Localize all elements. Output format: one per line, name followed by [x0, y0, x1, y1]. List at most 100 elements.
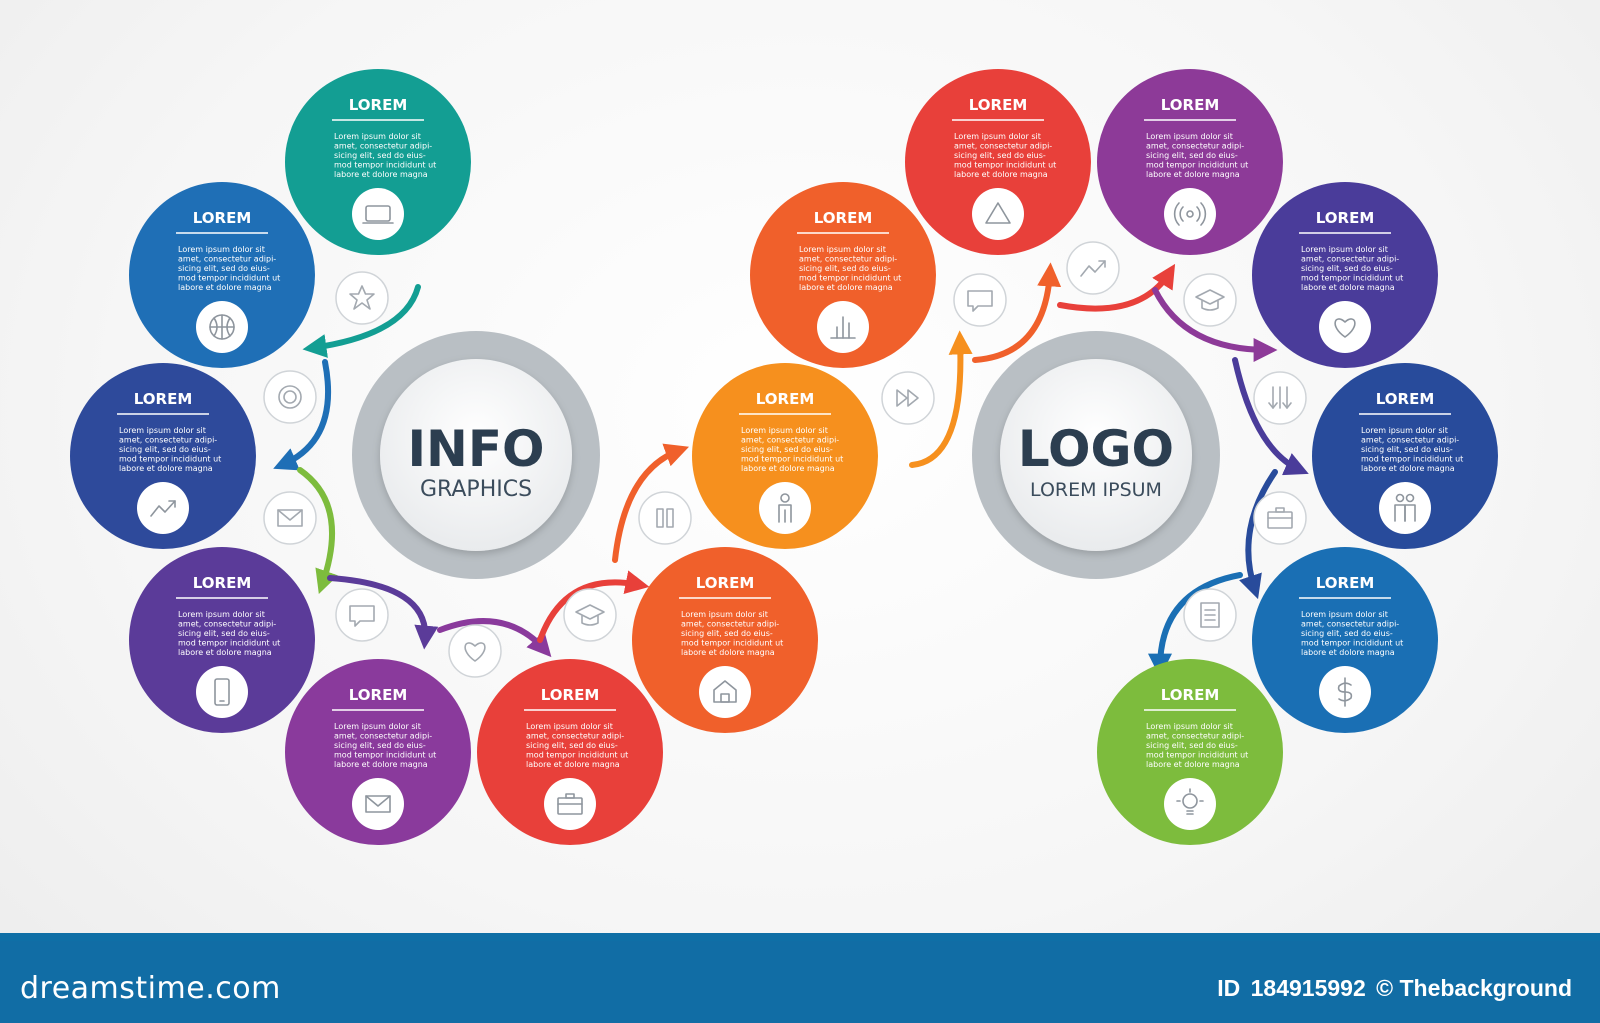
- step-node-circle: [129, 547, 315, 733]
- step-node-text-line: sicing elit, sed do eius-: [334, 741, 426, 750]
- infographic-canvas: INFO GRAPHICS LOGO LOREM IPSUM LOREMLore…: [70, 69, 1498, 845]
- step-node-text-line: amet, consectetur adipi-: [178, 620, 276, 629]
- footer-inner: [0, 941, 1600, 1023]
- step-node-text-line: amet, consectetur adipi-: [526, 732, 624, 741]
- step-node-text-line: labore et dolore magna: [1301, 283, 1395, 292]
- step-node-text-line: labore et dolore magna: [334, 170, 428, 179]
- step-node-text-line: sicing elit, sed do eius-: [954, 151, 1046, 160]
- step-node-text-line: labore et dolore magna: [799, 283, 893, 292]
- id-label: ID: [1217, 975, 1241, 1001]
- graduation-cap-icon: [563, 588, 617, 642]
- step-node-circle: [70, 363, 256, 549]
- step-node-text-line: labore et dolore magna: [1361, 464, 1455, 473]
- chat-icon: [335, 588, 389, 642]
- icon-badge: [352, 778, 404, 830]
- connector-circle: [1066, 241, 1120, 295]
- step-node-title: LOREM: [349, 96, 408, 114]
- step-node-title: LOREM: [969, 96, 1028, 114]
- connector-icons: [263, 241, 1307, 678]
- step-node-text-line: sicing elit, sed do eius-: [334, 151, 426, 160]
- step-node-text-line: Lorem ipsum dolor sit: [119, 426, 206, 435]
- step-node-text-line: mod tempor incididunt ut: [681, 639, 783, 648]
- step-node-text-line: mod tempor incididunt ut: [178, 639, 280, 648]
- star-icon: [335, 271, 389, 325]
- step-node-circle: [285, 69, 471, 255]
- step-node-text-line: mod tempor incididunt ut: [1146, 751, 1248, 760]
- connector-circle: [263, 491, 317, 545]
- step-node-text-line: mod tempor incididunt ut: [1301, 274, 1403, 283]
- step-node-title: LOREM: [1161, 686, 1220, 704]
- step-node-text-line: Lorem ipsum dolor sit: [799, 245, 886, 254]
- step-node-circle: [692, 363, 878, 549]
- icon-badge: [1319, 301, 1371, 353]
- step-node-text-line: mod tempor incididunt ut: [119, 455, 221, 464]
- step-node-title: LOREM: [756, 390, 815, 408]
- step-node-text-line: labore et dolore magna: [178, 648, 272, 657]
- step-node-text-line: Lorem ipsum dolor sit: [334, 132, 421, 141]
- connector-circle: [448, 624, 502, 678]
- footer-bar: dreamstime.com ID 184915992 © Thebackgro…: [0, 933, 1600, 1023]
- flow-arrow-8: [909, 330, 973, 468]
- flow-arrow-14: [1148, 572, 1243, 678]
- icon-badge: [352, 188, 404, 240]
- icon-badge: [699, 666, 751, 718]
- envelope-icon: [263, 491, 317, 545]
- step-node-title: LOREM: [814, 209, 873, 227]
- connector-circle: [563, 588, 617, 642]
- connector-circle: [953, 273, 1007, 327]
- step-node-text-line: mod tempor incididunt ut: [1301, 639, 1403, 648]
- step-node-text-line: mod tempor incididunt ut: [954, 161, 1056, 170]
- step-node-circle: [632, 547, 818, 733]
- step-node-circle: [1312, 363, 1498, 549]
- trend-icon: [1066, 241, 1120, 295]
- step-node-circle: [1252, 182, 1438, 368]
- lightbulb-icon: [1164, 778, 1216, 830]
- step-node-text-line: amet, consectetur adipi-: [1301, 255, 1399, 264]
- step-node-text-line: labore et dolore magna: [741, 464, 835, 473]
- graduation-cap-icon: [1183, 273, 1237, 327]
- step-node-text-line: Lorem ipsum dolor sit: [178, 610, 265, 619]
- bar-chart-icon: [817, 301, 869, 353]
- hub-left-subtitle: GRAPHICS: [420, 477, 532, 502]
- step-node-circle: [905, 69, 1091, 255]
- hub-right: LOGO LOREM IPSUM: [972, 331, 1220, 579]
- house-icon: [699, 666, 751, 718]
- person-icon: [759, 482, 811, 534]
- step-node-text-line: mod tempor incididunt ut: [526, 751, 628, 760]
- document-icon: [1183, 588, 1237, 642]
- step-node-text-line: labore et dolore magna: [178, 283, 272, 292]
- flow-arrow-1: [302, 284, 421, 358]
- brand-logo[interactable]: dreamstime.com: [20, 971, 281, 1006]
- icon-badge: [1164, 188, 1216, 240]
- flow-arrow-4: [327, 575, 439, 650]
- step-node-circle: [477, 659, 663, 845]
- chat-icon: [953, 273, 1007, 327]
- cycle-icon: [263, 370, 317, 424]
- step-node-text-line: amet, consectetur adipi-: [334, 142, 432, 151]
- hub-right-title: LOGO: [1018, 420, 1174, 478]
- step-node-text-line: sicing elit, sed do eius-: [1301, 629, 1393, 638]
- step-node-text-line: Lorem ipsum dolor sit: [1301, 610, 1388, 619]
- icon-badge: [196, 666, 248, 718]
- heart-icon: [1319, 301, 1371, 353]
- step-node-text-line: mod tempor incididunt ut: [799, 274, 901, 283]
- envelope-icon: [352, 778, 404, 830]
- step-node-text-line: Lorem ipsum dolor sit: [1301, 245, 1388, 254]
- step-node-text-line: mod tempor incididunt ut: [741, 455, 843, 464]
- flow-arrow-10: [1057, 263, 1176, 312]
- step-node-circle: [750, 182, 936, 368]
- step-node-title: LOREM: [193, 574, 252, 592]
- step-node-text-line: Lorem ipsum dolor sit: [334, 722, 421, 731]
- icon-badge: [1164, 778, 1216, 830]
- arrows-down-icon: [1253, 371, 1307, 425]
- step-node-text-line: mod tempor incididunt ut: [334, 161, 436, 170]
- flow-arrow-13: [1239, 469, 1278, 600]
- phone-icon: [196, 666, 248, 718]
- step-node-text-line: amet, consectetur adipi-: [1361, 436, 1459, 445]
